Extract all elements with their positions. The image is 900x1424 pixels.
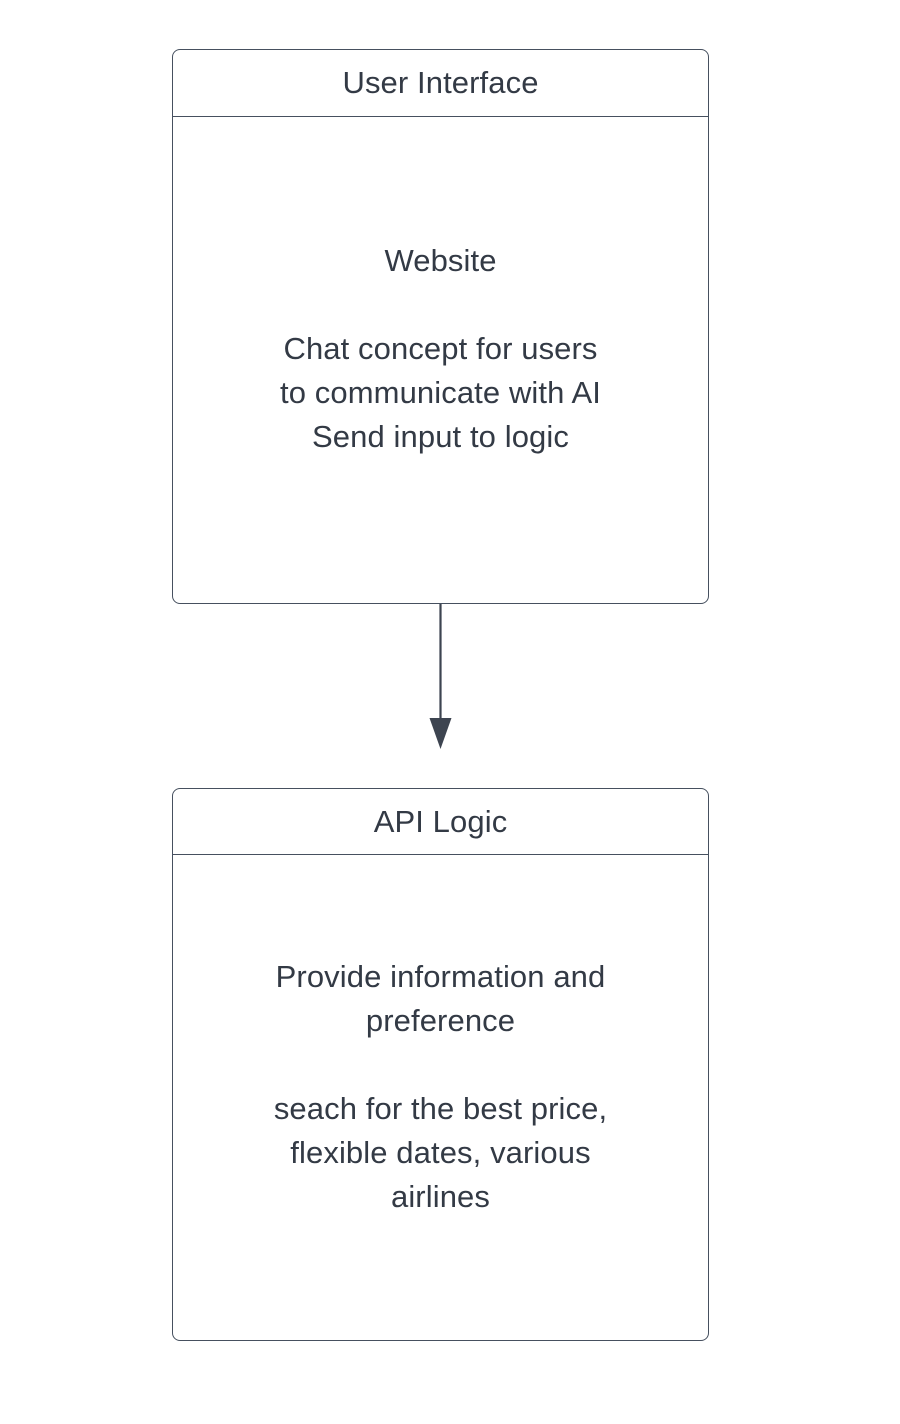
- node-user-interface-header: User Interface: [173, 50, 708, 117]
- node-user-interface-body-text: Website Chat concept for users to commun…: [280, 243, 601, 454]
- node-api-logic-body-text: Provide information and preference seach…: [273, 959, 608, 1214]
- node-api-logic-header: API Logic: [173, 789, 708, 855]
- node-user-interface-body: Website Chat concept for users to commun…: [173, 117, 708, 603]
- node-api-logic-body: Provide information and preference seach…: [173, 855, 708, 1340]
- arrowhead-icon: [429, 718, 452, 749]
- node-api-logic[interactable]: API Logic Provide information and prefer…: [172, 788, 709, 1341]
- node-user-interface[interactable]: User Interface Website Chat concept for …: [172, 49, 709, 604]
